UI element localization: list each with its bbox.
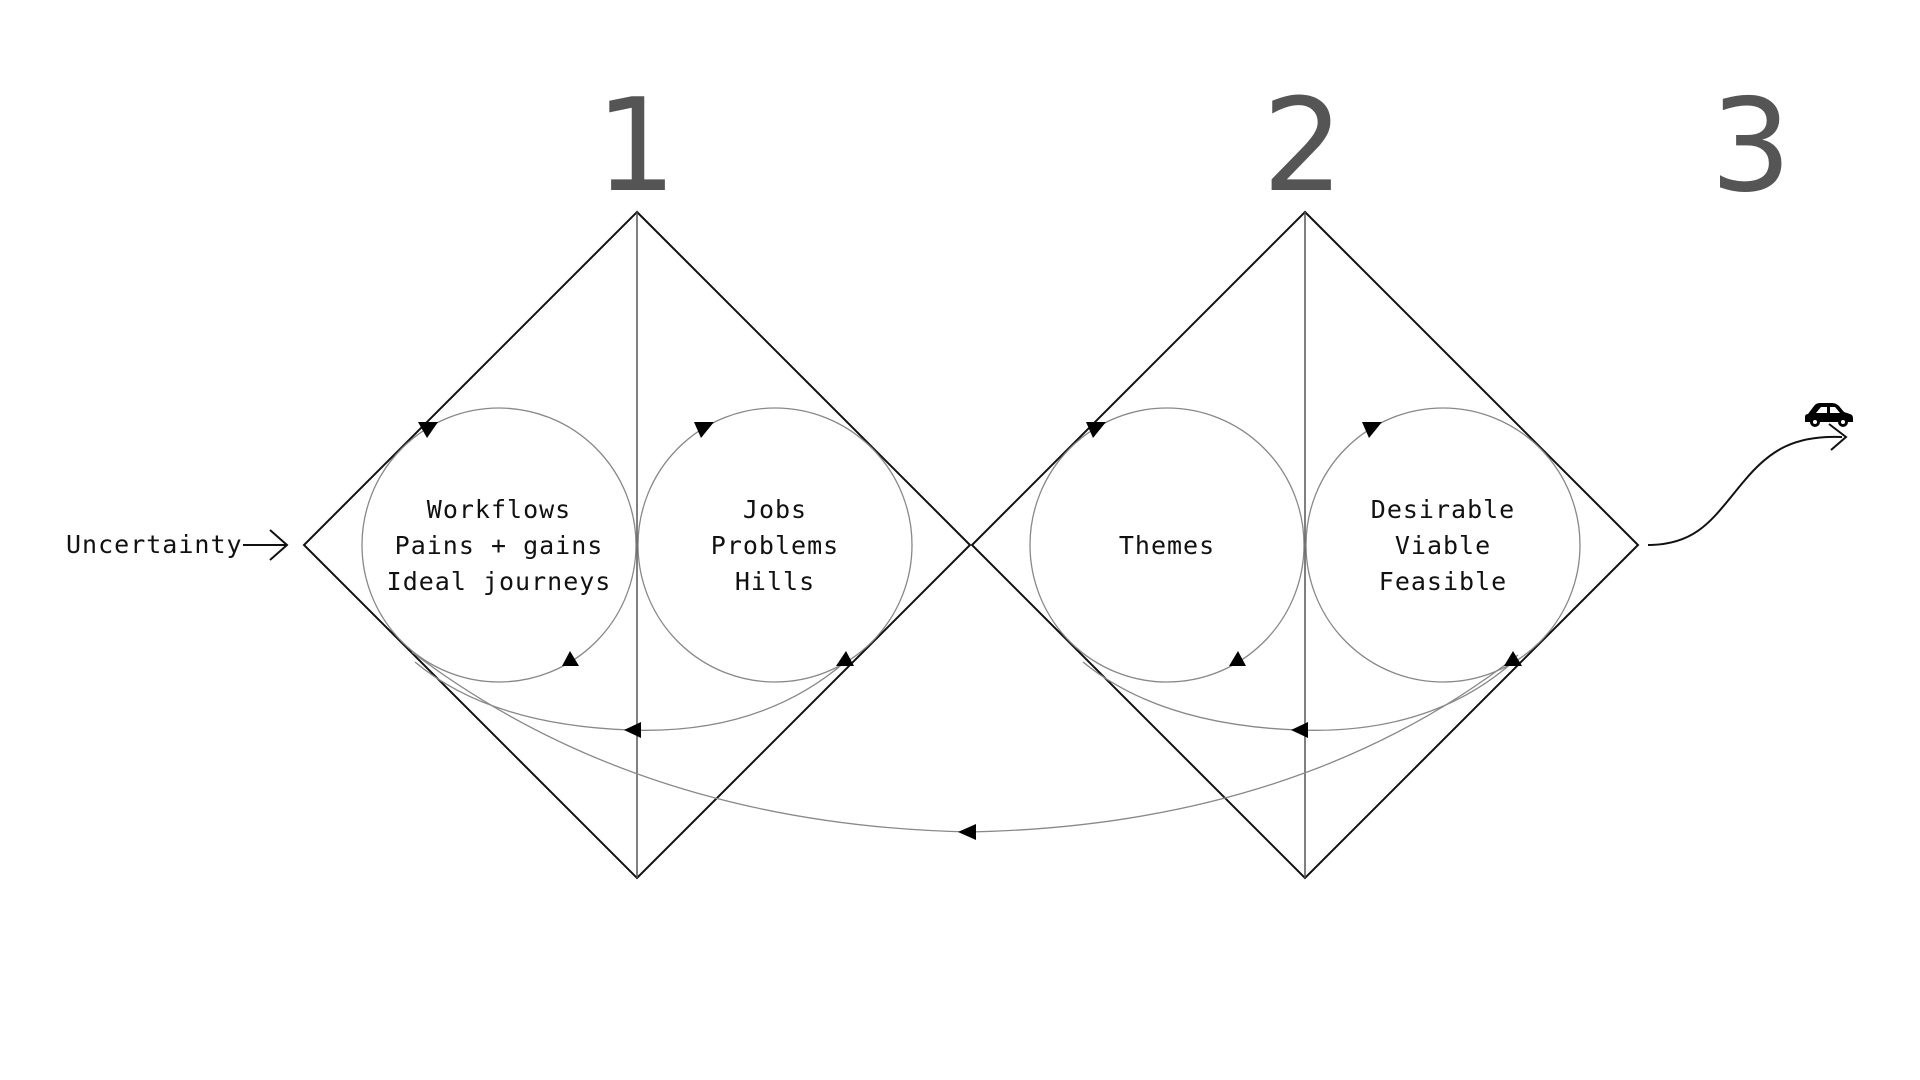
feedback-arc-long bbox=[411, 651, 1519, 833]
circle-1-arrow-bottom bbox=[562, 651, 579, 666]
iteration-circle-1 bbox=[361, 407, 637, 683]
iteration-circle-3 bbox=[1029, 407, 1305, 683]
circle-2-line-3: Hills bbox=[735, 567, 815, 596]
circle-4-arrow-bottom bbox=[1504, 651, 1522, 666]
circle-3-line-1: Themes bbox=[1119, 531, 1215, 560]
feedback-arc-2-arrow bbox=[1291, 722, 1308, 738]
circle-4-line-1: Desirable bbox=[1371, 495, 1515, 524]
output-curve bbox=[1647, 435, 1843, 546]
circle-2-arrow-top bbox=[694, 422, 714, 438]
iteration-circle-4 bbox=[1305, 407, 1581, 683]
circle-1-line-2: Pains + gains bbox=[395, 531, 604, 560]
output-arrow-head bbox=[1828, 423, 1848, 451]
phase-number-1: 1 bbox=[595, 72, 676, 221]
circle-4-line-3: Feasible bbox=[1379, 567, 1507, 596]
circle-2-line-1: Jobs bbox=[743, 495, 807, 524]
circle-2-line-2: Problems bbox=[711, 531, 839, 560]
uncertainty-label: Uncertainty bbox=[66, 530, 243, 559]
circle-1-line-3: Ideal journeys bbox=[387, 567, 612, 596]
feedback-arc-long-arrow bbox=[958, 824, 976, 840]
car-icon bbox=[1805, 403, 1853, 427]
iteration-circle-2 bbox=[637, 407, 913, 683]
circle-3-arrow-bottom bbox=[1229, 651, 1246, 666]
phase-number-3: 3 bbox=[1710, 72, 1791, 221]
circle-2-arrow-bottom bbox=[836, 651, 854, 666]
circle-4-line-2: Viable bbox=[1395, 531, 1491, 560]
phase-number-2: 2 bbox=[1262, 72, 1343, 221]
feedback-arc-1-arrow bbox=[624, 722, 641, 738]
input-arrow-head bbox=[269, 529, 289, 561]
circle-3-arrow-top bbox=[1086, 422, 1106, 438]
circle-1-arrow-top bbox=[418, 422, 438, 438]
circle-4-arrow-top bbox=[1362, 422, 1382, 438]
circle-1-line-1: Workflows bbox=[427, 495, 571, 524]
